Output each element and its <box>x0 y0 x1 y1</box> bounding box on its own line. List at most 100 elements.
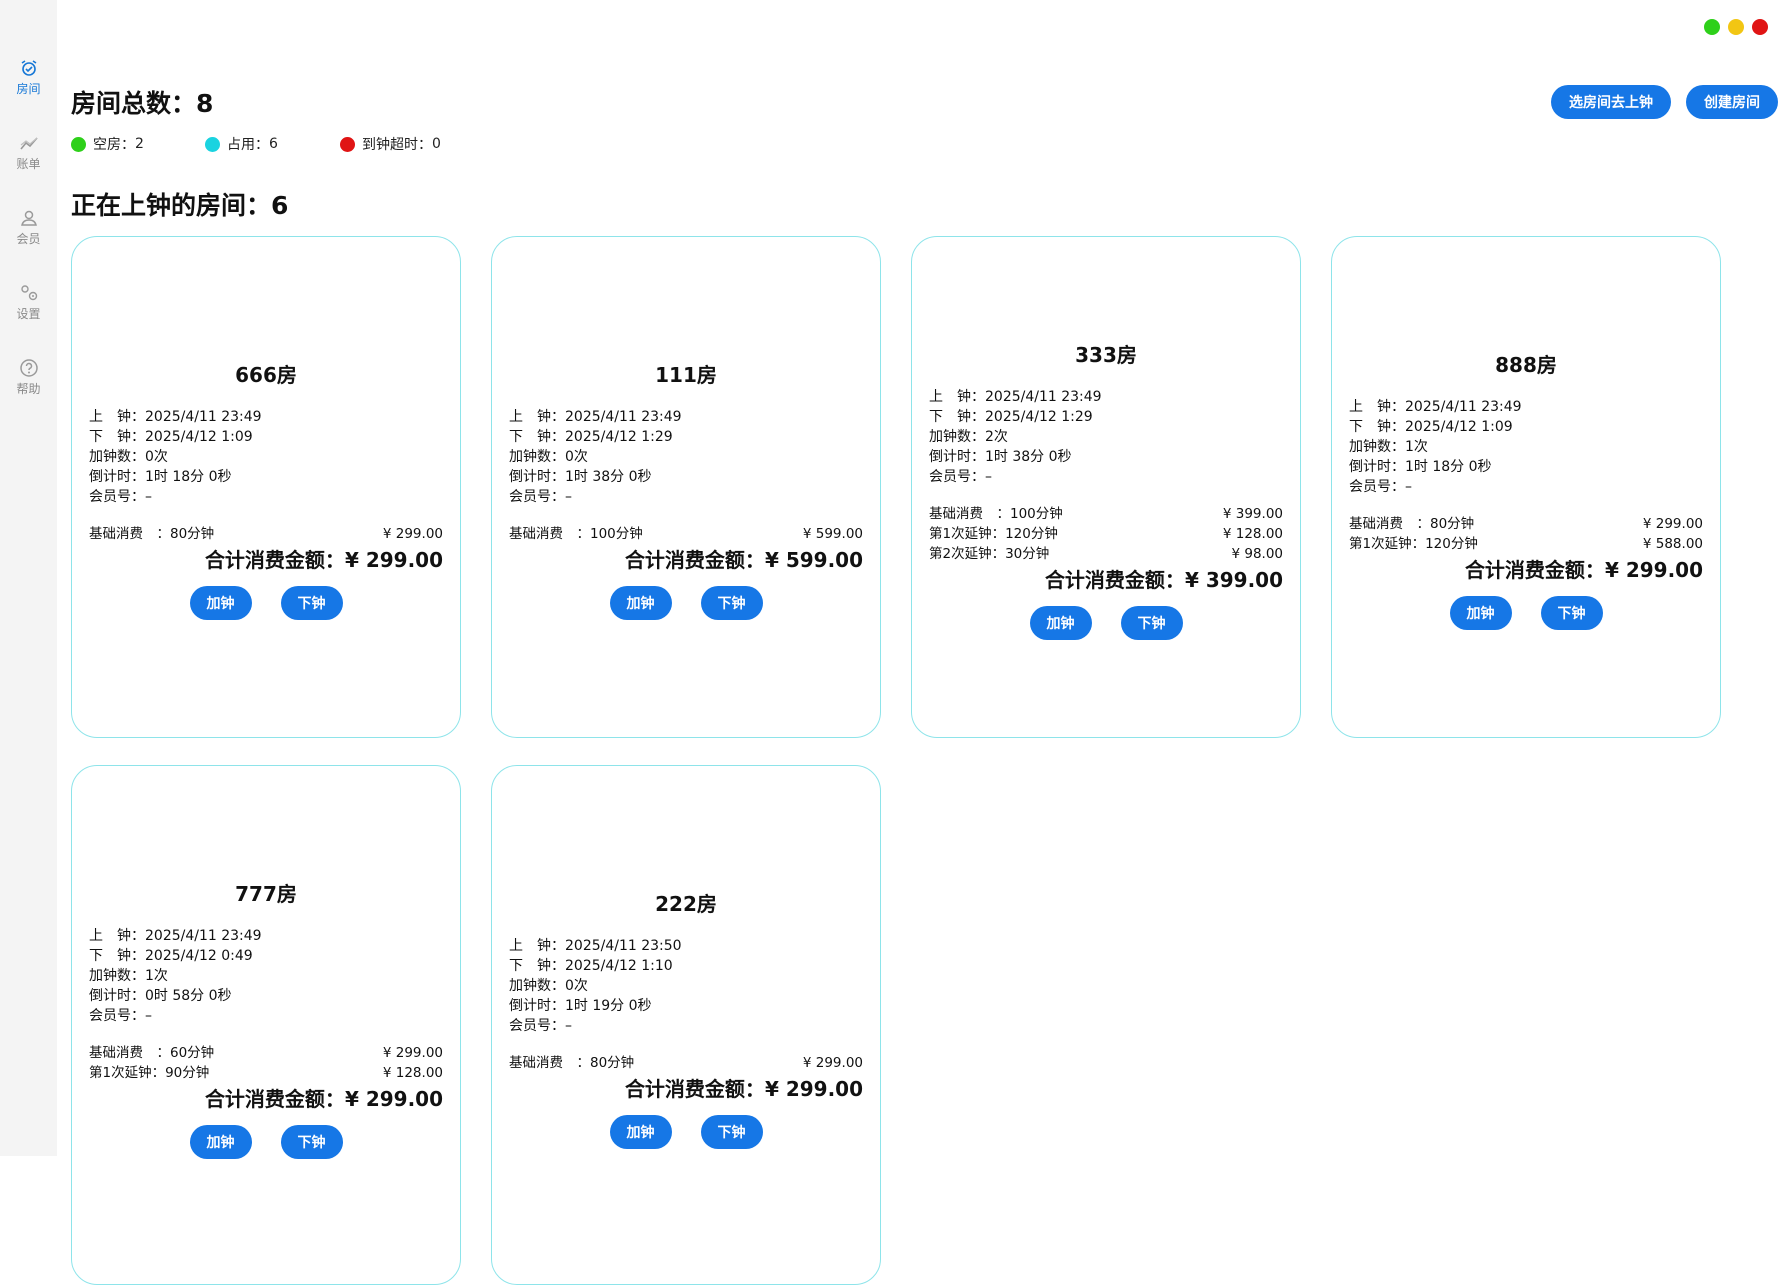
info-row-member: 会员号：– <box>509 487 682 507</box>
fee-row: 基础消费 ：80分钟¥ 299.00 <box>509 1053 863 1073</box>
legend-overtime: 到钟超时：0 <box>340 135 441 153</box>
select-room-button[interactable]: 选房间去上钟 <box>1551 85 1671 119</box>
fee-amount: ¥ 399.00 <box>1222 506 1283 522</box>
legend-occupied: 占用：6 <box>205 135 278 153</box>
info-row-extend-count: 加钟数：0次 <box>89 447 262 467</box>
info-label: 会员号： <box>929 469 985 485</box>
info-value: 2025/4/12 1:10 <box>565 958 673 974</box>
sidebar-item-bills[interactable]: 账单 <box>0 133 57 172</box>
total-value: ¥ 299.00 <box>344 1087 443 1111</box>
sidebar-item-help[interactable]: 帮助 <box>0 358 57 397</box>
info-row-start: 上 钟：2025/4/11 23:50 <box>509 936 682 956</box>
info-value: 2025/4/11 23:49 <box>145 409 262 425</box>
info-row-countdown: 倒计时：1时 18分 0秒 <box>89 467 262 487</box>
fee-amount: ¥ 128.00 <box>1222 526 1283 542</box>
fee-label: 第1次延钟：90分钟 <box>89 1065 210 1081</box>
add-time-button[interactable]: 加钟 <box>1449 596 1512 630</box>
fee-label: 基础消费 ：80分钟 <box>89 526 215 542</box>
sidebar-item-label: 会员 <box>16 232 41 246</box>
sidebar-item-settings[interactable]: 设置 <box>0 283 57 322</box>
fee-row: 基础消费 ：60分钟¥ 299.00 <box>89 1043 443 1063</box>
info-row-member: 会员号：– <box>509 1016 682 1036</box>
total-value: ¥ 599.00 <box>764 548 863 572</box>
sidebar-item-label: 设置 <box>16 307 41 321</box>
info-label: 下 钟： <box>509 429 565 445</box>
fee-list: 基础消费 ：80分钟¥ 299.00 <box>509 1053 863 1073</box>
end-session-button[interactable]: 下钟 <box>1540 596 1603 630</box>
info-value: 2025/4/12 0:49 <box>145 948 253 964</box>
total-amount: 合计消费金额：¥ 599.00 <box>625 544 863 573</box>
end-session-button[interactable]: 下钟 <box>700 586 763 620</box>
info-label: 下 钟： <box>89 948 145 964</box>
info-row-end: 下 钟：2025/4/12 1:29 <box>509 427 682 447</box>
end-session-button[interactable]: 下钟 <box>280 1125 343 1159</box>
fee-list: 基础消费 ：60分钟¥ 299.00 第1次延钟：90分钟 ¥ 128.00 <box>89 1043 443 1083</box>
room-total-heading: 房间总数：8 <box>71 89 214 118</box>
add-time-button[interactable]: 加钟 <box>609 586 672 620</box>
card-actions: 加钟下钟 <box>492 1115 880 1149</box>
add-time-button[interactable]: 加钟 <box>189 586 252 620</box>
info-label: 上 钟： <box>89 409 145 425</box>
fee-amount: ¥ 299.00 <box>382 1045 443 1061</box>
end-session-button[interactable]: 下钟 <box>1120 606 1183 640</box>
info-value: 2025/4/11 23:49 <box>565 409 682 425</box>
info-value: – <box>565 1018 572 1034</box>
window-minimize-button[interactable] <box>1728 19 1744 35</box>
total-amount: 合计消费金额：¥ 299.00 <box>205 1083 443 1112</box>
info-row-end: 下 钟：2025/4/12 0:49 <box>89 946 262 966</box>
info-row-countdown: 倒计时：0时 58分 0秒 <box>89 986 262 1006</box>
info-value: 1时 18分 0秒 <box>1405 459 1492 475</box>
info-row-extend-count: 加钟数：0次 <box>509 976 682 996</box>
info-label: 会员号： <box>89 1008 145 1024</box>
info-row-end: 下 钟：2025/4/12 1:09 <box>89 427 262 447</box>
sidebar-item-members[interactable]: 会员 <box>0 208 57 247</box>
total-label: 合计消费金额： <box>624 548 765 572</box>
info-row-end: 下 钟：2025/4/12 1:29 <box>929 407 1102 427</box>
end-session-button[interactable]: 下钟 <box>280 586 343 620</box>
info-value: 0次 <box>145 449 168 465</box>
info-label: 下 钟： <box>929 409 985 425</box>
info-value: 2025/4/11 23:49 <box>145 928 262 944</box>
fee-amount: ¥ 128.00 <box>382 1065 443 1081</box>
total-amount: 合计消费金额：¥ 299.00 <box>625 1073 863 1102</box>
sidebar-item-label: 房间 <box>16 82 41 96</box>
info-row-start: 上 钟：2025/4/11 23:49 <box>89 926 262 946</box>
total-label: 合计消费金额： <box>1464 558 1605 582</box>
info-label: 加钟数： <box>509 978 565 994</box>
info-label: 上 钟： <box>509 938 565 954</box>
info-value: – <box>145 489 152 505</box>
info-value: 2025/4/11 23:49 <box>985 389 1102 405</box>
info-label: 会员号： <box>1349 479 1405 495</box>
window-close-button[interactable] <box>1752 19 1768 35</box>
add-time-button[interactable]: 加钟 <box>189 1125 252 1159</box>
info-label: 加钟数： <box>1349 439 1405 455</box>
add-time-button[interactable]: 加钟 <box>1029 606 1092 640</box>
total-amount: 合计消费金额：¥ 399.00 <box>1045 564 1283 593</box>
info-row-end: 下 钟：2025/4/12 1:09 <box>1349 417 1522 437</box>
info-value: – <box>145 1008 152 1024</box>
add-time-button[interactable]: 加钟 <box>609 1115 672 1149</box>
create-room-button[interactable]: 创建房间 <box>1686 85 1778 119</box>
info-value: 0时 58分 0秒 <box>145 988 232 1004</box>
gears-icon <box>20 285 37 301</box>
fee-row: 基础消费 ：100分钟¥ 399.00 <box>929 504 1283 524</box>
end-session-button[interactable]: 下钟 <box>700 1115 763 1149</box>
total-amount: 合计消费金额：¥ 299.00 <box>1465 554 1703 583</box>
sidebar-item-rooms[interactable]: 房间 <box>0 58 57 97</box>
info-row-start: 上 钟：2025/4/11 23:49 <box>89 407 262 427</box>
fee-row: 第1次延钟：120分钟¥ 128.00 <box>929 524 1283 544</box>
info-value: – <box>565 489 572 505</box>
window-zoom-button[interactable] <box>1704 19 1720 35</box>
legend-occupied-value: 6 <box>269 136 278 152</box>
